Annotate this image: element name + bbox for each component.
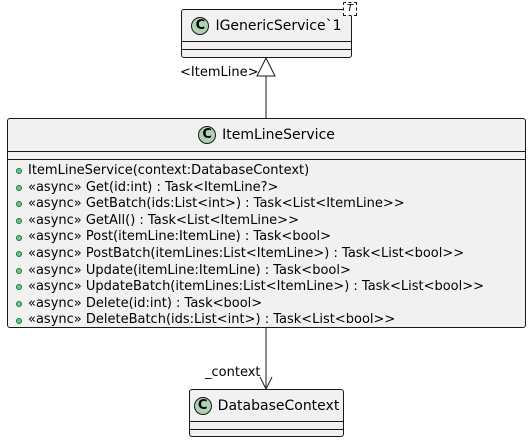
- public-visibility-icon: [16, 168, 22, 175]
- method-item: «async» Delete(id:int) : Task<bool>: [16, 296, 484, 313]
- method-item: «async» Post(itemLine:ItemLine) : Task<b…: [16, 229, 484, 246]
- public-visibility-icon: [16, 201, 22, 208]
- method-signature: «async» Delete(id:int) : Task<bool>: [28, 295, 263, 311]
- public-visibility-icon: [16, 234, 22, 241]
- class-igenericservice[interactable]: T C IGenericService`1: [181, 2, 357, 58]
- association-label: _context: [205, 365, 261, 380]
- method-signature: ItemLineService(context:DatabaseContext): [28, 163, 310, 178]
- method-signature: «async» UpdateBatch(itemLines:List<ItemL…: [28, 279, 485, 295]
- class-stereotype-icon: C: [198, 126, 217, 144]
- method-signature: «async» GetBatch(ids:List<int>) : Task<L…: [28, 196, 405, 212]
- method-item: «async» DeleteBatch(ids:List<int>) : Tas…: [16, 312, 484, 329]
- class-header: C DatabaseContext: [190, 390, 343, 421]
- attributes-divider: [8, 151, 525, 152]
- class-header: C ItemLineService: [8, 119, 525, 151]
- class-databasecontext[interactable]: C DatabaseContext: [189, 389, 344, 437]
- inheritance-label: <ItemLine>: [180, 65, 259, 80]
- class-stereotype-icon: C: [193, 396, 212, 415]
- method-signature: «async» GetAll() : Task<List<ItemLine>>: [28, 212, 299, 228]
- method-item: «async» Get(id:int) : Task<ItemLine?>: [16, 180, 484, 197]
- public-visibility-icon: [16, 317, 22, 324]
- method-signature: «async» PostBatch(itemLines:List<ItemLin…: [28, 245, 465, 261]
- methods-divider: [182, 49, 351, 50]
- type-parameter-box: T: [343, 2, 357, 16]
- method-signature: «async» DeleteBatch(ids:List<int>) : Tas…: [28, 312, 396, 328]
- public-visibility-icon: [16, 284, 22, 291]
- public-visibility-icon: [16, 251, 22, 258]
- method-item: «async» Update(itemLine:ItemLine) : Task…: [16, 263, 484, 280]
- class-name: IGenericService`1: [215, 17, 342, 34]
- class-name: ItemLineService: [222, 127, 335, 143]
- class-stereotype-icon: C: [191, 16, 210, 35]
- method-item: «async» UpdateBatch(itemLines:List<ItemL…: [16, 279, 484, 296]
- method-item: «async» GetBatch(ids:List<int>) : Task<L…: [16, 196, 484, 213]
- public-visibility-icon: [16, 301, 22, 308]
- method-signature: «async» Update(itemLine:ItemLine) : Task…: [28, 262, 351, 278]
- public-visibility-icon: [16, 218, 22, 225]
- methods-divider: [190, 429, 343, 430]
- public-visibility-icon: [16, 267, 22, 274]
- class-itemlineservice[interactable]: C ItemLineService ItemLineService(contex…: [7, 118, 526, 328]
- class-name: DatabaseContext: [217, 397, 340, 414]
- method-item: «async» PostBatch(itemLines:List<ItemLin…: [16, 246, 484, 263]
- method-signature: «async» Get(id:int) : Task<ItemLine?>: [28, 179, 279, 195]
- attributes-divider: [190, 421, 343, 422]
- class-header: C IGenericService`1: [182, 10, 351, 41]
- method-item: ItemLineService(context:DatabaseContext): [16, 163, 484, 180]
- attributes-divider: [182, 41, 351, 42]
- method-list: ItemLineService(context:DatabaseContext)…: [16, 163, 484, 329]
- inheritance-arrowhead: [256, 56, 276, 77]
- methods-divider: [8, 159, 525, 160]
- method-item: «async» GetAll() : Task<List<ItemLine>>: [16, 213, 484, 230]
- public-visibility-icon: [16, 184, 22, 191]
- method-signature: «async» Post(itemLine:ItemLine) : Task<b…: [28, 229, 331, 245]
